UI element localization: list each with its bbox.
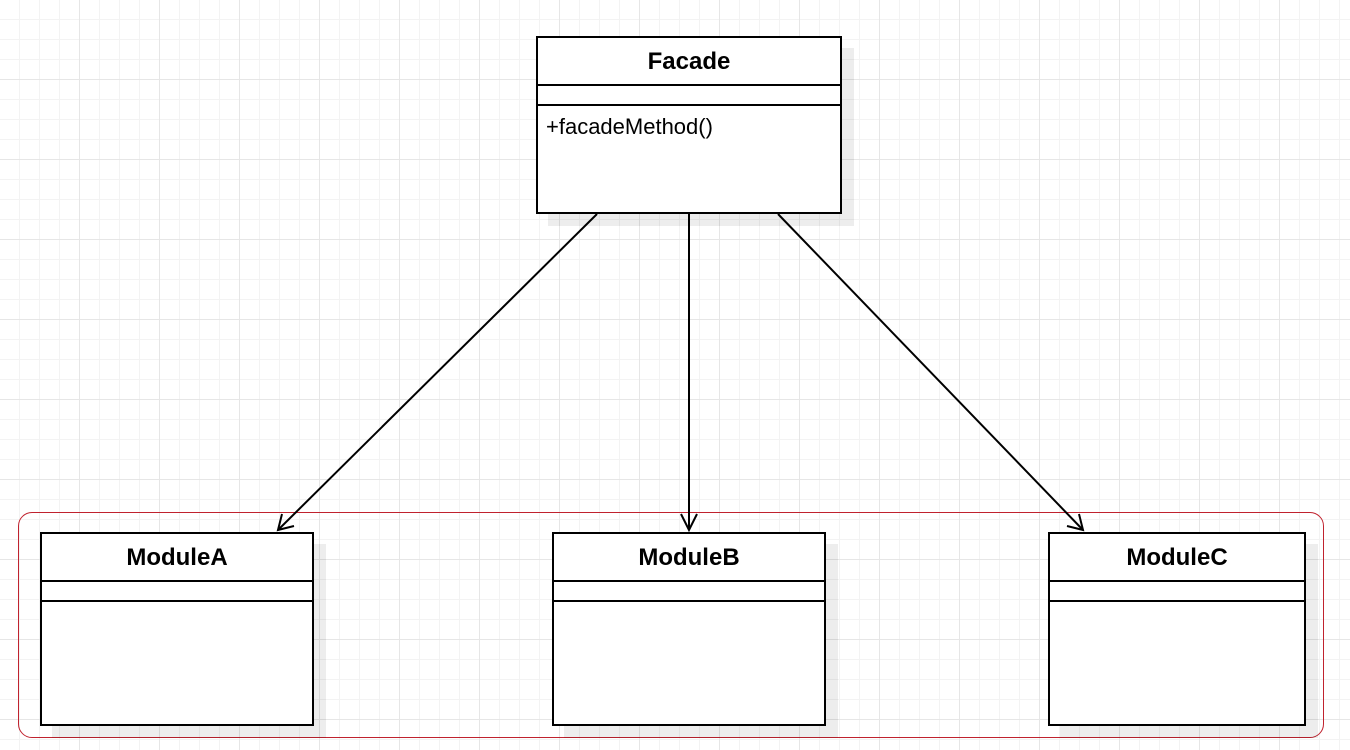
arrow-head-module-c: [1066, 513, 1085, 532]
arrow-head-module-a: [276, 513, 295, 532]
class-facade-methods: +facadeMethod(): [538, 106, 840, 140]
class-module-c-name: ModuleC: [1050, 534, 1304, 582]
class-module-a-methods: [42, 602, 312, 610]
class-module-a-name: ModuleA: [42, 534, 312, 582]
class-facade-method: +facadeMethod(): [546, 114, 713, 139]
arrow-facade-to-module-a: [277, 213, 598, 531]
class-module-c-attributes: [1050, 582, 1304, 602]
class-module-a[interactable]: ModuleA: [40, 532, 314, 726]
class-facade-name: Facade: [538, 38, 840, 86]
class-module-b-methods: [554, 602, 824, 610]
class-facade-attributes: [538, 86, 840, 106]
arrow-facade-to-module-c: [777, 213, 1084, 531]
class-module-c-methods: [1050, 602, 1304, 610]
class-module-b-attributes: [554, 582, 824, 602]
class-module-a-attributes: [42, 582, 312, 602]
class-module-b-name: ModuleB: [554, 534, 824, 582]
arrow-head-module-b: [680, 513, 698, 533]
class-module-b[interactable]: ModuleB: [552, 532, 826, 726]
class-facade[interactable]: Facade +facadeMethod(): [536, 36, 842, 214]
subsystem-group-frame: [18, 512, 1324, 738]
class-module-c[interactable]: ModuleC: [1048, 532, 1306, 726]
